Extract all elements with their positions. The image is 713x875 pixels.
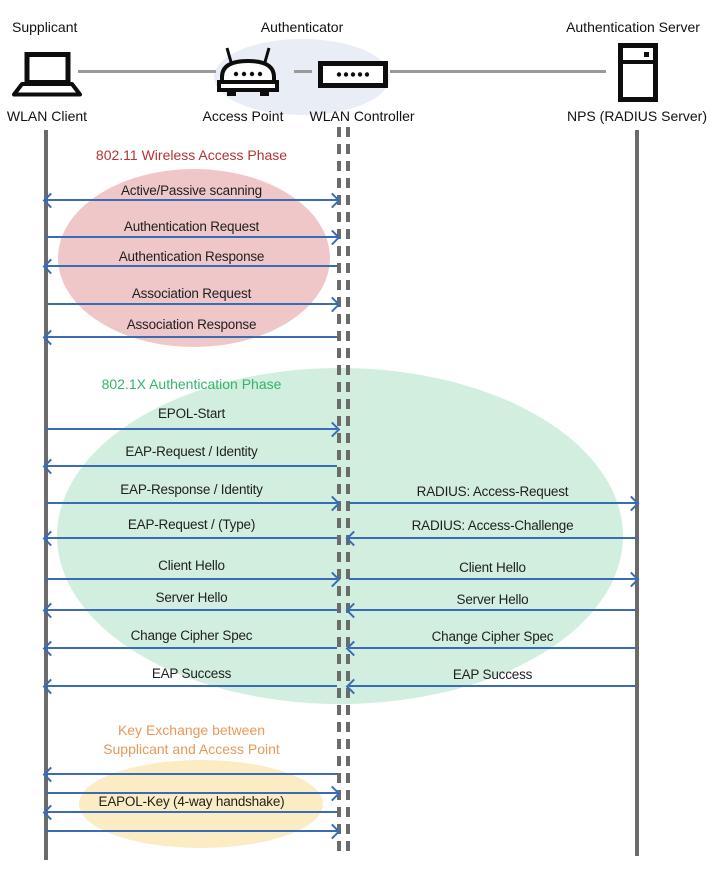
wlan-controller-icon [318, 61, 388, 88]
message-arrow [46, 336, 337, 338]
message-label: EPOL-Start [157, 406, 226, 421]
role-supplicant: Supplicant [12, 19, 78, 35]
message-label: Server Hello [155, 590, 228, 605]
device-label-access-point: Access Point [202, 108, 284, 124]
lifeline-authenticator-dashed [346, 127, 350, 855]
phase1-title: 802.11 Wireless Access Phase [95, 147, 288, 163]
message-arrow [349, 578, 636, 580]
message-arrow [46, 578, 337, 580]
message-arrow [46, 199, 337, 201]
handshake-arrow-1 [46, 773, 337, 775]
message-label: Server Hello [456, 592, 529, 607]
role-authentication-server: Authentication Server [566, 19, 700, 35]
message-arrow [46, 303, 337, 305]
message-label: Association Response [126, 317, 257, 332]
message-label: Change Cipher Spec [431, 629, 554, 644]
server-icon [618, 43, 658, 102]
handshake-arrow-4 [46, 830, 337, 832]
connector-line [390, 70, 606, 73]
handshake-arrow-2 [46, 792, 337, 794]
message-label: EAP-Request / Identity [125, 444, 258, 459]
message-label: EAPOL-Key (4-way handshake) [98, 794, 285, 809]
device-label-wlan-client: WLAN Client [6, 108, 88, 124]
message-arrow [46, 265, 337, 267]
message-arrow [46, 609, 337, 611]
access-point-icon [216, 46, 280, 98]
message-label: EAP-Response / Identity [120, 482, 263, 497]
message-label: EAP Success [452, 667, 533, 682]
lifeline-radius-server [635, 130, 639, 856]
message-label: Association Request [131, 286, 252, 301]
lifeline-authenticator-dashed [337, 127, 341, 855]
message-arrow [46, 685, 337, 687]
message-label: Client Hello [459, 560, 526, 575]
message-arrow [349, 647, 636, 649]
message-label: Authentication Response [118, 249, 265, 264]
message-label: Change Cipher Spec [130, 628, 253, 643]
message-arrow [349, 502, 636, 504]
connector-line [78, 70, 216, 73]
message-arrow [46, 647, 337, 649]
device-label-nps-radius-server: NPS (RADIUS Server) [566, 108, 708, 124]
message-arrow [349, 609, 636, 611]
device-label-wlan-controller: WLAN Controller [309, 108, 415, 124]
phase2-title: 802.1X Authentication Phase [101, 376, 282, 392]
role-authenticator: Authenticator [260, 19, 344, 35]
message-label: EAP Success [151, 666, 232, 681]
message-label: EAP-Request / (Type) [127, 517, 256, 532]
message-arrow [46, 428, 337, 430]
message-arrow [349, 537, 636, 539]
message-arrow [46, 502, 337, 504]
message-arrow [46, 465, 337, 467]
handshake-arrow-3 [46, 811, 337, 813]
lifeline-wlan-client [44, 130, 48, 860]
message-label: Authentication Request [123, 219, 260, 234]
connector-line [294, 70, 312, 73]
message-label: Client Hello [158, 558, 225, 573]
message-label: Active/Passive scanning [121, 183, 262, 198]
message-arrow [349, 685, 636, 687]
message-label: RADIUS: Access-Request [416, 484, 569, 499]
message-label: RADIUS: Access-Challenge [411, 518, 574, 533]
phase3-title-line2: Supplicant and Access Point [103, 741, 280, 757]
message-arrow [46, 537, 337, 539]
phase3-title-line1: Key Exchange between [117, 722, 266, 738]
message-arrow [46, 236, 337, 238]
laptop-icon [12, 52, 82, 98]
